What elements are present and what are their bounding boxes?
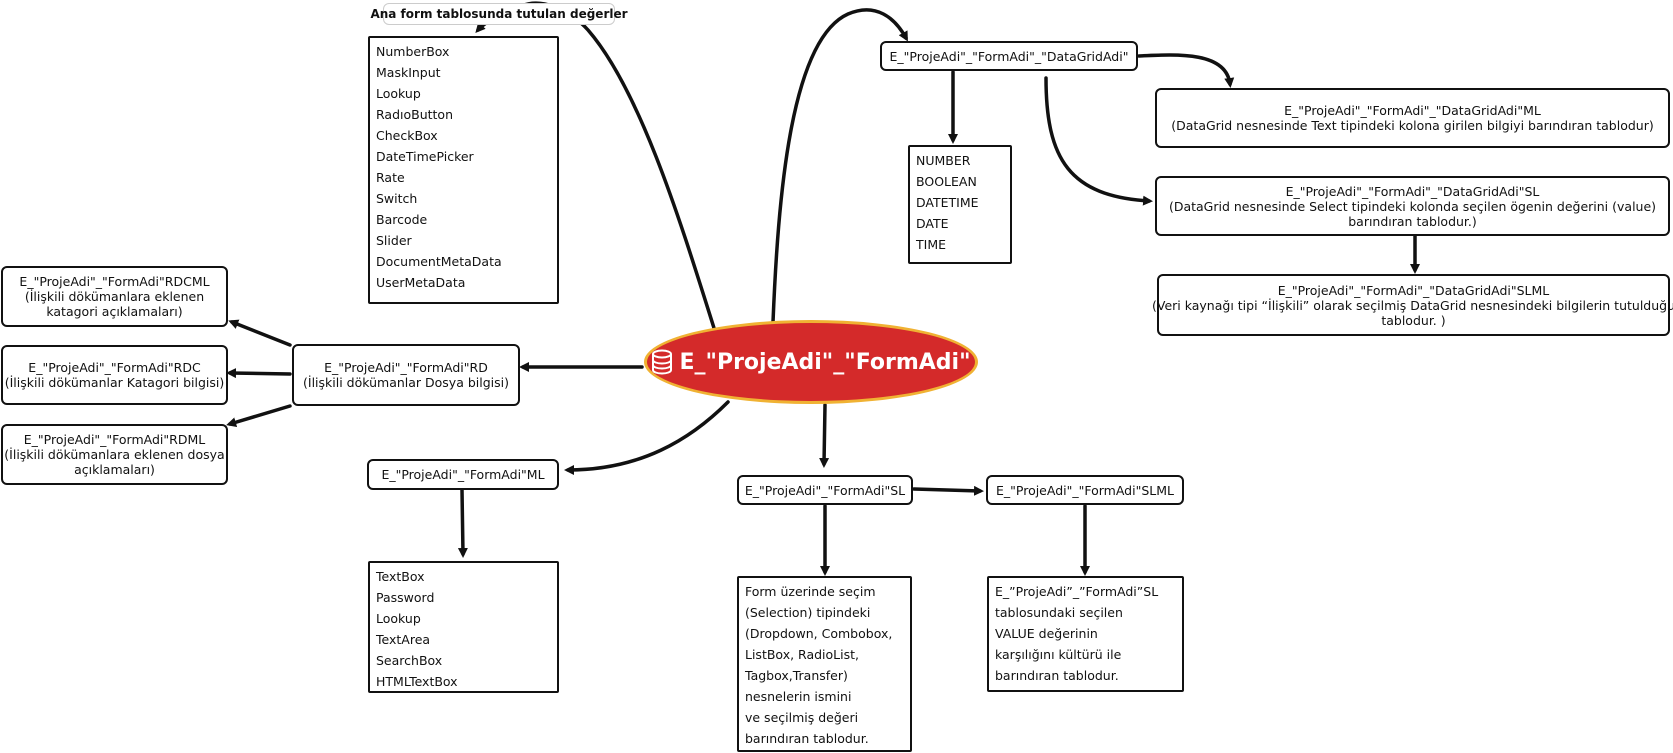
list-item: Lookup bbox=[376, 86, 421, 101]
edge-sl-to-slml bbox=[912, 485, 984, 496]
sl-desc-line: nesnelerin ismini bbox=[745, 689, 852, 704]
sl-desc-box: Form üzerinde seçim (Selection) tipindek… bbox=[737, 576, 912, 752]
list-item: Switch bbox=[376, 191, 418, 206]
sl-desc-line: ve seçilmiş değeri bbox=[745, 710, 859, 725]
list-item: DateTimePicker bbox=[376, 149, 474, 164]
edge-datagrid-to-ml bbox=[1137, 53, 1235, 88]
list-item: NUMBER bbox=[916, 153, 971, 168]
datagrid-ml-title: E_"ProjeAdi"_"FormAdi"_"DataGridAdi"ML bbox=[1284, 103, 1541, 118]
datagrid-ml-node: E_"ProjeAdi"_"FormAdi"_"DataGridAdi"ML (… bbox=[1155, 88, 1670, 148]
list-item: Rate bbox=[376, 170, 405, 185]
datagrid-node: E_"ProjeAdi"_"FormAdi"_"DataGridAdi" bbox=[880, 41, 1138, 71]
list-item: BOOLEAN bbox=[916, 174, 977, 189]
slml-node: E_"ProjeAdi"_"FormAdi"SLML bbox=[986, 475, 1184, 505]
rdcml-desc: (İlişkili dökümanlara eklenen bbox=[24, 289, 205, 304]
rdcml-title: E_"ProjeAdi"_"FormAdi"RDCML bbox=[19, 274, 210, 289]
edge-rd-to-rdc bbox=[226, 368, 292, 379]
list-item: MaskInput bbox=[376, 65, 441, 80]
rdml-node: E_"ProjeAdi"_"FormAdi"RDML (İlişkili dök… bbox=[1, 424, 228, 485]
rd-title: E_"ProjeAdi"_"FormAdi"RD bbox=[324, 360, 488, 375]
edge-rd-to-rdml bbox=[226, 404, 292, 428]
list-item: TextArea bbox=[376, 632, 431, 647]
sl-desc-line: (Selection) tipindeki bbox=[745, 605, 871, 620]
sl-title: E_"ProjeAdi"_"FormAdi"SL bbox=[744, 482, 906, 498]
rd-node: E_"ProjeAdi"_"FormAdi"RD (İlişkili döküm… bbox=[292, 344, 520, 406]
sl-desc-line: (Dropdown, Combobox, bbox=[745, 626, 893, 641]
database-icon bbox=[651, 349, 673, 375]
sl-desc-line: Tagbox,Transfer) bbox=[745, 668, 848, 683]
edge-center-to-ml bbox=[564, 400, 730, 475]
sl-node: E_"ProjeAdi"_"FormAdi"SL bbox=[737, 475, 913, 505]
list-item: TIME bbox=[916, 237, 947, 252]
list-item: Barcode bbox=[376, 212, 428, 227]
sl-desc-line: barındıran tablodur. bbox=[745, 731, 869, 746]
slml-desc-line: tablosundaki seçilen bbox=[995, 605, 1123, 620]
list-item: RadıoButton bbox=[376, 107, 453, 122]
list-item: UserMetaData bbox=[376, 275, 466, 290]
list-item: TextBox bbox=[376, 569, 425, 584]
list-item: CheckBox bbox=[376, 128, 438, 143]
list-item: DocumentMetaData bbox=[376, 254, 502, 269]
rdcml-node: E_"ProjeAdi"_"FormAdi"RDCML (İlişkili dö… bbox=[1, 266, 228, 327]
list-item: Slider bbox=[376, 233, 412, 248]
rdml-desc: (İlişkili dökümanlara eklenen dosya bbox=[4, 447, 225, 462]
list-item: DATE bbox=[916, 216, 949, 231]
datagrid-ml-desc: (DataGrid nesnesinde Text tipindeki kolo… bbox=[1171, 118, 1654, 133]
list-item: SearchBox bbox=[376, 653, 443, 668]
datagrid-slml-desc-2: tablodur. ) bbox=[1381, 312, 1446, 328]
edge-center-to-sl bbox=[819, 403, 830, 468]
edge-rd-to-rdcml bbox=[228, 319, 292, 347]
edge-center-to-datagrid bbox=[771, 8, 908, 324]
slml-desc-line: karşılığını kültürü ile bbox=[995, 647, 1122, 662]
slml-desc-line: barındıran tablodur. bbox=[995, 668, 1119, 683]
edge-datagrid-to-sl bbox=[1044, 76, 1153, 206]
rdcml-desc-2: katagori açıklamaları) bbox=[46, 304, 183, 319]
slml-title: E_"ProjeAdi"_"FormAdi"SLML bbox=[995, 482, 1174, 498]
sl-desc-line: Form üzerinde seçim bbox=[745, 584, 876, 599]
rdc-title: E_"ProjeAdi"_"FormAdi"RDC bbox=[28, 360, 201, 375]
center-node: E_"ProjeAdi"_"FormAdi" bbox=[644, 320, 978, 404]
rdml-title: E_"ProjeAdi"_"FormAdi"RDML bbox=[23, 432, 206, 447]
datagrid-slml-desc: (Veri kaynağı tipi “İlişkili” olarak seç… bbox=[1152, 297, 1673, 313]
slml-desc-line: E_”ProjeAdi”_”FormAdi”SL bbox=[995, 584, 1159, 599]
ml-node: E_"ProjeAdi"_"FormAdi"ML bbox=[367, 459, 559, 490]
list-item: HTMLTextBox bbox=[376, 674, 458, 689]
datagrid-slml-title: E_"ProjeAdi"_"FormAdi"_"DataGridAdi"SLML bbox=[1277, 282, 1550, 298]
rdml-desc-2: açıklamaları) bbox=[74, 462, 155, 477]
ml-items-list: TextBox Password Lookup TextArea SearchB… bbox=[368, 561, 559, 693]
datagrid-sl-desc: (DataGrid nesnesinde Select tipindeki ko… bbox=[1168, 198, 1657, 214]
ml-title: E_"ProjeAdi"_"FormAdi"ML bbox=[381, 467, 545, 482]
edge-ml-to-items bbox=[457, 488, 468, 558]
datagrid-sl-node: E_"ProjeAdi"_"FormAdi"_"DataGridAdi"SL (… bbox=[1155, 176, 1670, 236]
sl-desc-line: ListBox, RadioList, bbox=[745, 647, 859, 662]
slml-desc-box: E_”ProjeAdi”_”FormAdi”SL tablosundaki se… bbox=[987, 576, 1184, 692]
center-title: E_"ProjeAdi"_"FormAdi" bbox=[679, 349, 971, 375]
rdc-desc: (İlişkili dökümanlar Katagori bilgisi) bbox=[4, 375, 225, 390]
datagrid-sl-title: E_"ProjeAdi"_"FormAdi"_"DataGridAdi"SL bbox=[1285, 183, 1540, 199]
rdc-node: E_"ProjeAdi"_"FormAdi"RDC (İlişkili dökü… bbox=[1, 345, 228, 405]
datagrid-title: E_"ProjeAdi"_"FormAdi"_"DataGridAdi" bbox=[889, 48, 1129, 64]
datagrid-types-list: NUMBER BOOLEAN DATETIME DATE TIME bbox=[908, 145, 1012, 264]
slml-desc-line: VALUE değerinin bbox=[995, 626, 1098, 641]
main-values-label: Ana form tablosunda tutulan değerler bbox=[370, 3, 628, 25]
datagrid-slml-node: E_"ProjeAdi"_"FormAdi"_"DataGridAdi"SLML… bbox=[1152, 274, 1673, 336]
list-item: Password bbox=[376, 590, 435, 605]
list-item: NumberBox bbox=[376, 44, 450, 59]
rd-desc: (İlişkili dökümanlar Dosya bilgisi) bbox=[303, 375, 509, 390]
list-item: Lookup bbox=[376, 611, 421, 626]
main-values-list: NumberBox MaskInput Lookup RadıoButton C… bbox=[368, 36, 559, 304]
list-item: DATETIME bbox=[916, 195, 979, 210]
datagrid-sl-desc-2: barındıran tablodur.) bbox=[1348, 213, 1477, 229]
